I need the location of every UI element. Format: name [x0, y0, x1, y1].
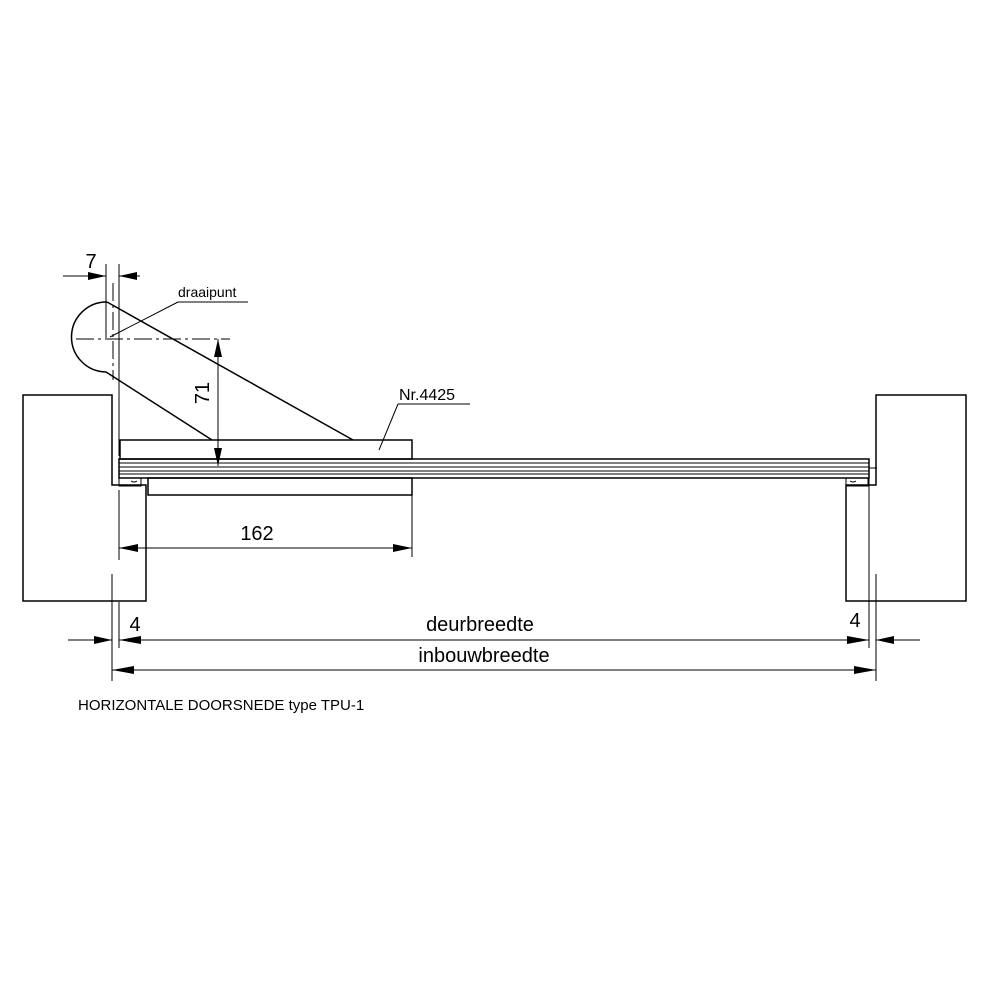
dimension-rise: 71 [192, 339, 222, 466]
pivot-centerlines [76, 283, 230, 380]
dimension-gap-left-label: 4 [129, 614, 140, 636]
closer-arm [70, 301, 354, 441]
door-width-label: deurbreedte [426, 614, 534, 636]
frame-width-label: inbouwbreedte [418, 645, 549, 667]
pivot-label: draaipunt [178, 284, 236, 300]
right-wall [845, 394, 967, 602]
pivot-leader: draaipunt [109, 284, 248, 338]
door-leaf [118, 458, 877, 479]
dimension-frame-width: inbouwbreedte [112, 645, 876, 674]
dimension-arm-reach: 162 [119, 523, 412, 552]
door-closer-body [119, 439, 413, 496]
left-seal [118, 478, 142, 487]
dimension-gap-right-label: 4 [849, 610, 860, 632]
dimension-offset-top: 7 [63, 251, 140, 280]
dimension-arm-reach-label: 162 [240, 523, 273, 545]
part-number-leader: Nr.4425 [378, 387, 470, 451]
left-wall [22, 394, 147, 602]
right-seal [845, 478, 869, 487]
dimension-gap-left: 4 [68, 614, 141, 644]
drawing-caption: HORIZONTALE DOORSNEDE type TPU-1 [78, 697, 364, 714]
dimension-door-width: deurbreedte [119, 614, 869, 644]
dimension-gap-right: 4 [849, 610, 920, 644]
dimension-offset-top-label: 7 [85, 251, 96, 273]
dimension-rise-label: 71 [192, 382, 214, 404]
part-number-label: Nr.4425 [399, 387, 455, 404]
